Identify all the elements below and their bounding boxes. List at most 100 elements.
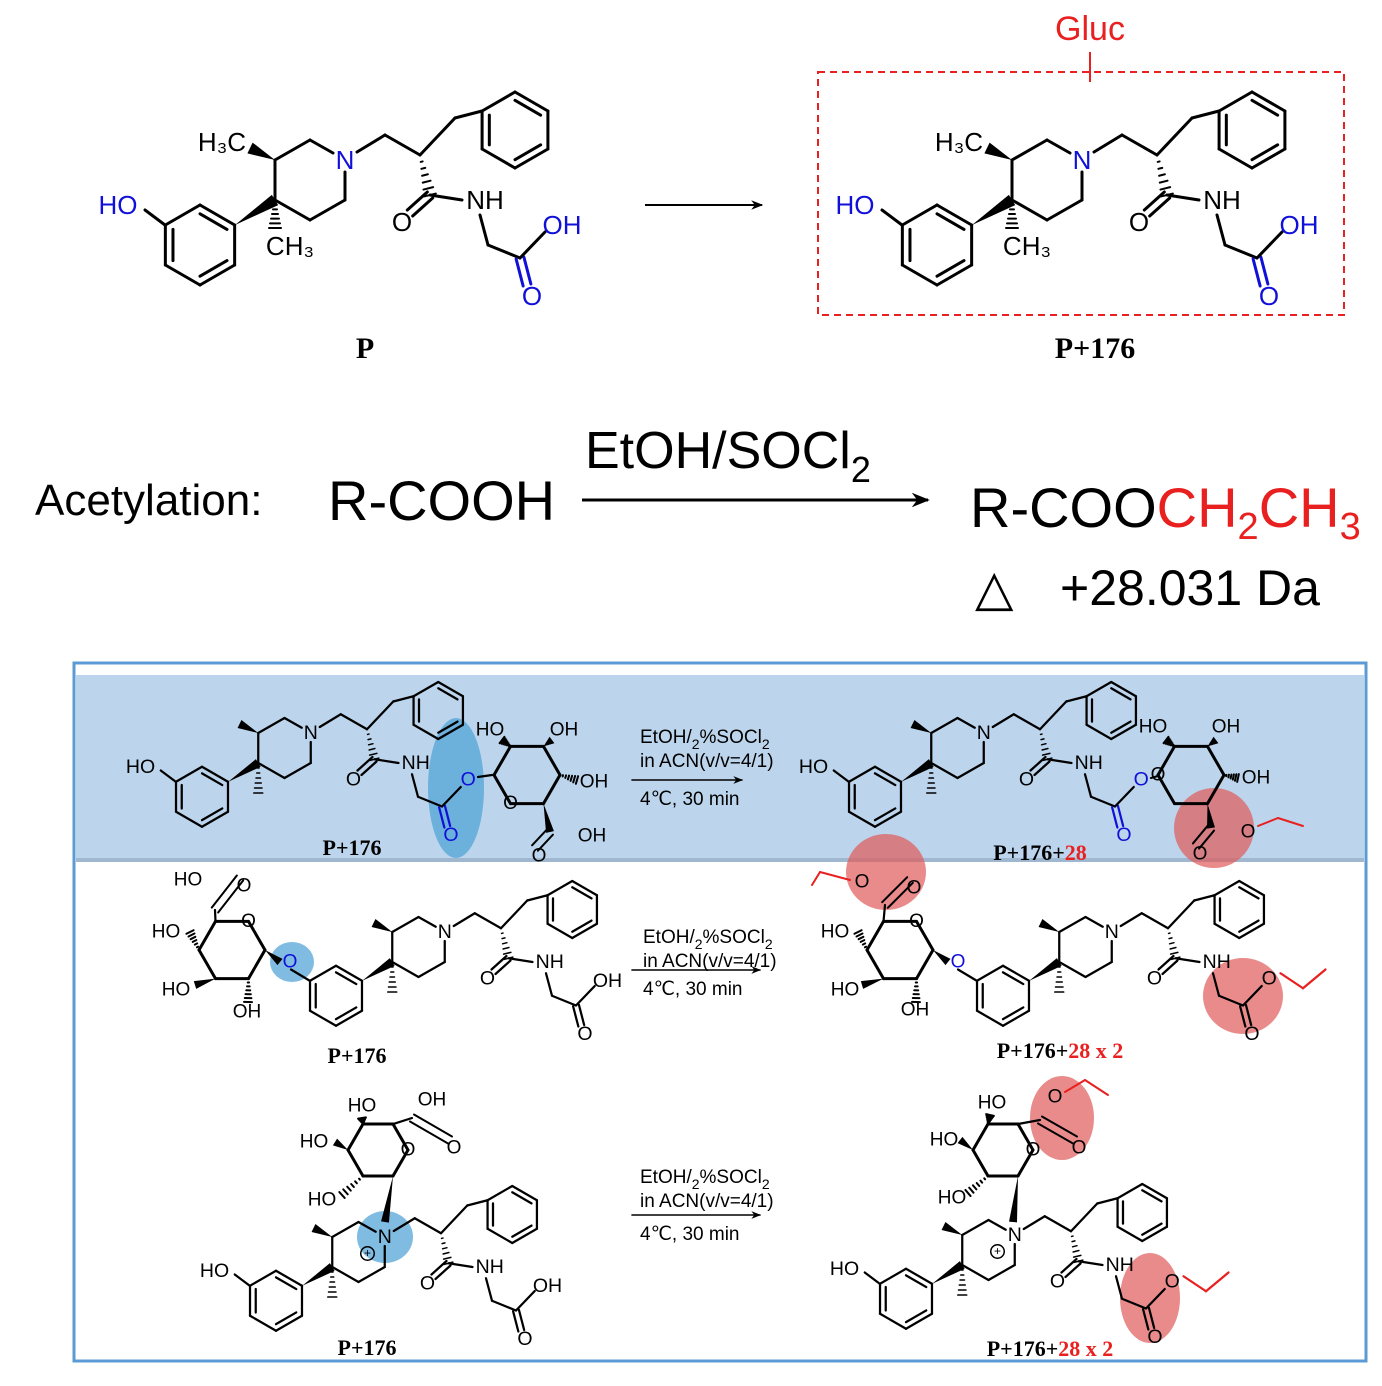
hashed-bond <box>420 166 427 170</box>
substituent-label: HO <box>476 720 505 741</box>
ester-oxygen: O <box>1262 968 1277 990</box>
aromatic-bond <box>1141 1189 1163 1203</box>
ring-bond <box>486 1227 514 1245</box>
carbonyl-oxygen: O <box>443 824 458 846</box>
bond <box>1114 1275 1124 1300</box>
temperature-time-line: 4℃, 30 min <box>643 979 743 1000</box>
positive-charge-icon <box>360 1246 375 1261</box>
ethyl-bond <box>1301 968 1327 990</box>
bond <box>484 1277 494 1302</box>
ether-oxygen: O <box>951 952 966 973</box>
substituent-label: HO <box>348 1096 377 1117</box>
ring-bond <box>412 723 440 741</box>
bond <box>832 769 850 783</box>
ring-bond <box>935 203 974 227</box>
bond <box>392 695 415 703</box>
hashed-bond <box>572 774 577 784</box>
bond <box>289 968 311 982</box>
solvent-line: in ACN(v/v=4/1) <box>643 951 777 972</box>
carbonyl-oxygen: O <box>577 1023 592 1045</box>
ethyl-bond <box>1257 817 1279 827</box>
glucuronidation-site-highlight <box>428 718 484 858</box>
hashed-bond <box>1166 739 1172 746</box>
aromatic-bond <box>873 807 897 822</box>
bond <box>331 1220 360 1239</box>
wedge-bond <box>957 1136 973 1150</box>
carbonyl-bond <box>490 954 508 971</box>
ring-bond <box>198 203 237 227</box>
bond <box>1211 972 1221 997</box>
carbonyl-oxygen: O <box>1147 968 1162 990</box>
ring-bond <box>1110 723 1138 741</box>
ring-bond <box>900 263 939 287</box>
atom-label: O <box>907 878 922 899</box>
product-compound-label: P+176+28 <box>993 840 1087 865</box>
substituent-label: OH <box>901 1000 930 1021</box>
ring-bond <box>346 1148 365 1178</box>
nitrogen-label: N <box>304 722 318 744</box>
bond <box>1191 824 1209 845</box>
substituent-label: OH <box>418 1090 447 1111</box>
carbonyl-bond <box>517 1308 526 1332</box>
ring-bond <box>1141 1225 1169 1243</box>
wedge-bond <box>235 194 279 225</box>
hashed-bond <box>855 932 864 938</box>
acetylation-label: Acetylation: <box>35 476 262 525</box>
carbonyl-bond <box>1238 1005 1247 1028</box>
ring-bond <box>1238 922 1266 940</box>
bond <box>486 243 522 260</box>
ethyl-bond <box>1064 1079 1086 1093</box>
carbonyl-oxygen: O <box>1147 1326 1162 1348</box>
bond <box>418 116 457 157</box>
substituent-label: HO <box>821 922 850 943</box>
gluc-label: Gluc <box>1055 10 1125 48</box>
bond <box>886 881 914 909</box>
bond <box>452 912 476 928</box>
charge-label: + <box>994 1244 1001 1258</box>
substituent-label: HO <box>162 980 191 1001</box>
hashed-bond <box>1072 1249 1080 1253</box>
hashed-bond <box>358 1177 361 1181</box>
hydroxyl-label: HO <box>99 190 138 220</box>
aromatic-bond <box>437 720 459 734</box>
carbonyl-bond <box>494 959 512 976</box>
bond <box>961 1218 990 1237</box>
hashed-bond <box>861 942 867 946</box>
hashed-bond <box>1157 166 1164 170</box>
carbonyl-bond <box>1148 196 1172 218</box>
bond <box>308 198 347 222</box>
ring-bond <box>847 810 877 828</box>
reactant-compound-label: P+176 <box>328 1043 387 1068</box>
hashed-bond <box>1158 179 1169 184</box>
hashed-bond <box>367 742 374 746</box>
carbonyl-oxygen: O <box>522 281 542 311</box>
hashed-bond <box>1169 951 1179 955</box>
methyl-label: H₃C <box>935 127 983 157</box>
aromatic-bond <box>198 259 229 278</box>
carbonyl-bond <box>1033 760 1051 777</box>
reagent-part: 2 <box>692 1176 700 1192</box>
reagent-part: 2 <box>762 1176 770 1192</box>
ring-bond <box>1085 723 1113 741</box>
bond <box>1046 758 1073 765</box>
hashed-bond <box>346 1185 352 1192</box>
hashed-bond <box>1169 946 1177 950</box>
aromatic-bond <box>1238 886 1260 900</box>
reagent-part: 2 <box>762 736 770 752</box>
glycosidic-bond <box>476 773 494 779</box>
ethylation-site-highlight <box>1030 1076 1094 1160</box>
ring-bond <box>308 1009 338 1027</box>
nitrogen-label: N <box>336 145 355 175</box>
carbonyl-oxygen: O <box>1244 1023 1259 1045</box>
aromatic-bond <box>904 1309 928 1324</box>
aromatic-bond <box>1250 143 1280 162</box>
hashed-bond <box>985 1113 995 1117</box>
bond <box>391 915 420 934</box>
carbonyl-bond <box>571 1005 580 1028</box>
ester-oxygen: O <box>1165 1271 1180 1293</box>
ring-bond <box>915 919 935 952</box>
